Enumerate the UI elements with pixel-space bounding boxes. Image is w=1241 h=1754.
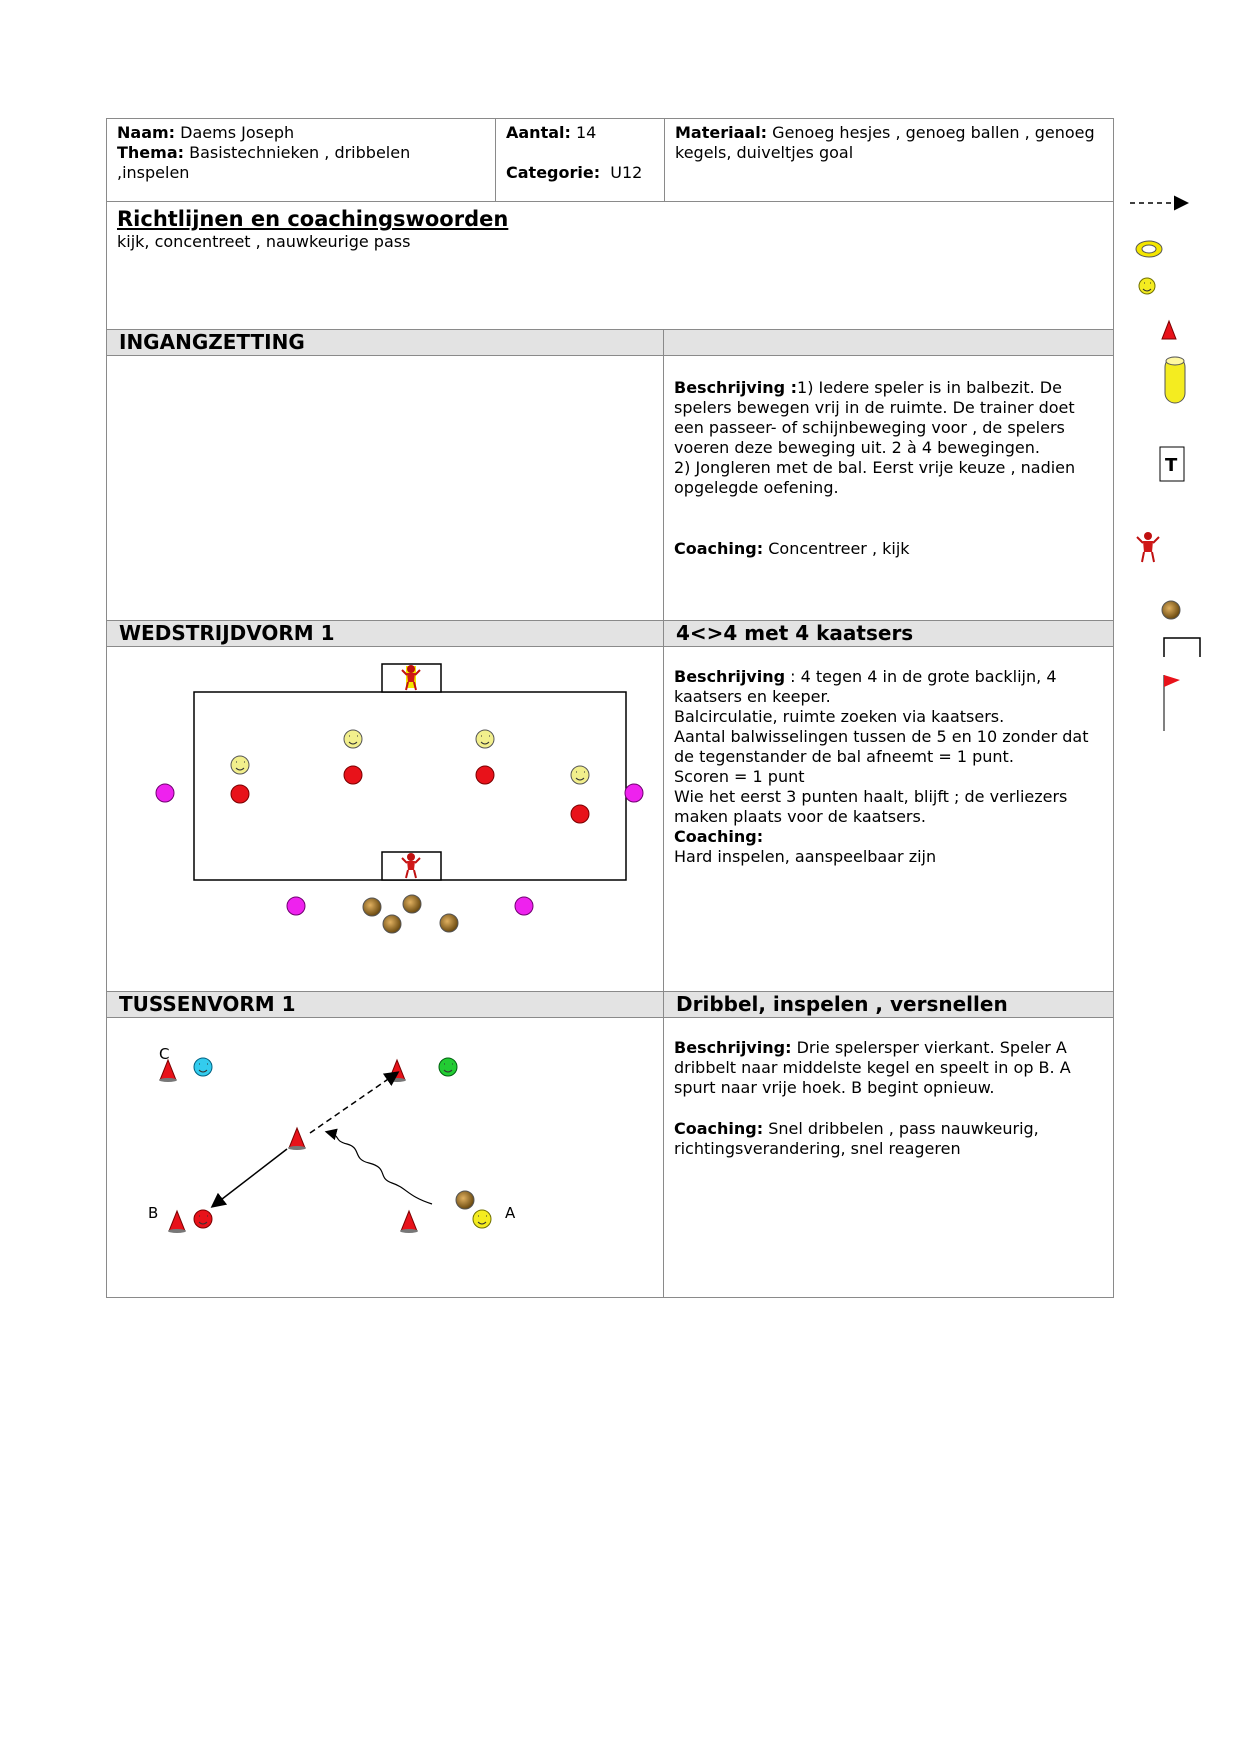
dashed-pass-arrow	[309, 1071, 400, 1134]
ball-icon	[402, 894, 422, 914]
coaching-label: Coaching:	[674, 539, 764, 558]
kaatsers	[155, 783, 644, 916]
flag-icon	[1163, 675, 1180, 731]
svg-text:T: T	[1165, 455, 1178, 476]
player-cyan	[193, 1057, 213, 1077]
beschrijving-line: 1) Iedere speler is in balbezit. De spel…	[674, 378, 1075, 457]
ball-icon	[455, 1190, 475, 1210]
beschrijving-line: Aantal balwisselingen tussen de 5 en 10 …	[674, 727, 1089, 766]
balls	[362, 894, 459, 934]
categorie-label: Categorie:	[506, 163, 601, 182]
ball-icon	[439, 913, 459, 933]
aantal-value: 14	[576, 123, 597, 142]
player-kaatser	[286, 896, 306, 916]
cone-icon	[288, 1126, 306, 1149]
player-kaatser	[514, 896, 534, 916]
thema-value: Basistechnieken , dribbelen ,inspelen	[117, 143, 411, 182]
legend-svg: T	[1130, 195, 1201, 731]
cone-bases	[159, 1078, 418, 1233]
section-subheading-tussenvorm: Dribbel, inspelen , versnellen	[663, 991, 1114, 1018]
player-kaatser	[624, 783, 644, 803]
diagram-area-tussenvorm: C B A	[106, 1017, 664, 1298]
cone-icon	[1161, 319, 1177, 340]
trainer-icon	[1159, 446, 1185, 482]
guidelines-cell: Richtlijnen en coachingswoorden kijk, co…	[106, 201, 1114, 330]
aantal-categorie-cell: Aantal: 14 Categorie: U12	[495, 118, 665, 202]
session-sheet: Naam: Daems Joseph Thema: Basistechnieke…	[106, 118, 1114, 1298]
beschrijving-line: Balcirculatie, ruimte zoeken via kaatser…	[674, 707, 1005, 726]
wedstrijdvorm-diagram	[155, 663, 644, 934]
smiley-icon	[1138, 277, 1156, 295]
section-heading-wedstrijdvorm: WEDSTRIJDVORM 1	[106, 620, 664, 647]
naam-value: Daems Joseph	[180, 123, 295, 142]
player-yellow	[230, 755, 250, 775]
cone-icon	[400, 1209, 418, 1232]
label-b: B	[148, 1204, 158, 1222]
player-yellow	[570, 765, 590, 785]
dribble-path	[324, 1128, 433, 1205]
player-red	[570, 804, 590, 824]
goalkeeper-icon	[401, 853, 421, 879]
ball-icon	[362, 897, 382, 917]
diagram-area-wedstrijdvorm	[106, 646, 664, 992]
faces	[235, 735, 585, 781]
materiaal-value: Genoeg hesjes , genoeg ballen , genoeg k…	[675, 123, 1095, 162]
beschrijving-label: Beschrijving:	[674, 1038, 792, 1057]
section-heading-ingangzetting: INGANGZETTING	[106, 329, 664, 356]
beschrijving-line: 2) Jongleren met de bal. Eerst vrije keu…	[674, 458, 1076, 497]
beschrijving-label: Beschrijving :	[674, 378, 798, 397]
cone-icon	[388, 1058, 406, 1081]
goal-icon	[1163, 637, 1201, 657]
cone-icon	[159, 1058, 177, 1081]
player-kaatser	[155, 783, 175, 803]
yellow-team	[230, 729, 590, 785]
beschrijving-line: : 4 tegen 4 in de grote backlijn, 4 kaat…	[674, 667, 1057, 706]
diagram-area-ingangzetting	[106, 355, 664, 621]
beschrijving-line: Drie spelersper vierkant. Speler A dribb…	[674, 1038, 1071, 1097]
player-yellow	[343, 729, 363, 749]
label-a: A	[505, 1204, 516, 1222]
coaching-text: Snel dribbelen , pass nauwkeurig, richti…	[674, 1119, 1039, 1158]
naam-thema-cell: Naam: Daems Joseph Thema: Basistechnieke…	[106, 118, 496, 202]
player-red	[193, 1209, 213, 1229]
tussenvorm-diagram: C B A	[148, 1045, 516, 1233]
categorie-value: U12	[610, 163, 643, 182]
red-team	[230, 765, 590, 824]
cone-icon	[168, 1209, 186, 1232]
coaching-label: Coaching:	[674, 827, 764, 846]
faces	[198, 1063, 487, 1225]
guidelines-text: kijk, concentreet , nauwkeurige pass	[117, 232, 411, 251]
section-heading-tussenvorm: TUSSENVORM 1	[106, 991, 664, 1018]
beschrijving-line: Wie het eerst 3 punten haalt, blijft ; d…	[674, 787, 1068, 826]
coaching-text: Hard inspelen, aanspeelbaar zijn	[674, 847, 937, 866]
section-subheading-wedstrijdvorm: 4<>4 met 4 kaatsers	[663, 620, 1114, 647]
description-ingangzetting: Beschrijving :1) Iedere speler is in bal…	[663, 355, 1114, 621]
description-wedstrijdvorm: Beschrijving : 4 tegen 4 in de grote bac…	[663, 646, 1114, 992]
aantal-label: Aantal:	[506, 123, 571, 142]
player-green	[438, 1057, 458, 1077]
player-yellow	[472, 1209, 492, 1229]
player-yellow	[475, 729, 495, 749]
player-red	[475, 765, 495, 785]
guidelines-title: Richtlijnen en coachingswoorden	[117, 207, 509, 231]
coaching-text: Concentreer , kijk	[768, 539, 910, 558]
run-arrow	[210, 1148, 288, 1208]
beschrijving-label: Beschrijving	[674, 667, 786, 686]
thema-label: Thema:	[117, 143, 185, 162]
coaching-label: Coaching:	[674, 1119, 764, 1138]
beschrijving-line: Scoren = 1 punt	[674, 767, 805, 786]
materiaal-cell: Materiaal: Genoeg hesjes , genoeg ballen…	[664, 118, 1114, 202]
player-red	[343, 765, 363, 785]
goalkeeper-icon	[1136, 532, 1160, 563]
naam-label: Naam:	[117, 123, 176, 142]
player-red	[230, 784, 250, 804]
materiaal-label: Materiaal:	[675, 123, 768, 142]
goalkeeper-icon	[401, 665, 421, 691]
label-c: C	[159, 1045, 169, 1063]
ball-icon	[1161, 600, 1181, 620]
description-tussenvorm: Beschrijving: Drie spelersper vierkant. …	[663, 1017, 1114, 1298]
section-subheading-ingangzetting	[663, 329, 1114, 356]
ball-icon	[382, 914, 402, 934]
legend-icons: T	[1128, 195, 1201, 755]
